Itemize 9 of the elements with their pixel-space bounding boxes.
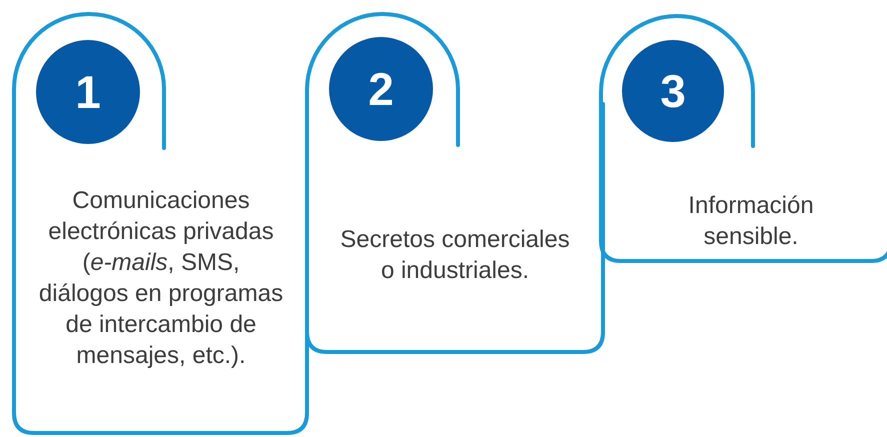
step-description: Información sensible. bbox=[687, 191, 815, 252]
step-card bbox=[14, 14, 307, 433]
step-card bbox=[307, 14, 603, 352]
step-number: 2 bbox=[329, 37, 433, 141]
step-description: Secretos comerciales o industriales. bbox=[339, 225, 571, 286]
step-card bbox=[601, 16, 887, 261]
step-number: 3 bbox=[622, 40, 724, 142]
step-number: 1 bbox=[36, 40, 140, 144]
step-description: Comunicaciones electrónicas privadas (e-mails, SMS, diálogos en programas de intercambio de mensajes, etc.). bbox=[38, 186, 284, 371]
